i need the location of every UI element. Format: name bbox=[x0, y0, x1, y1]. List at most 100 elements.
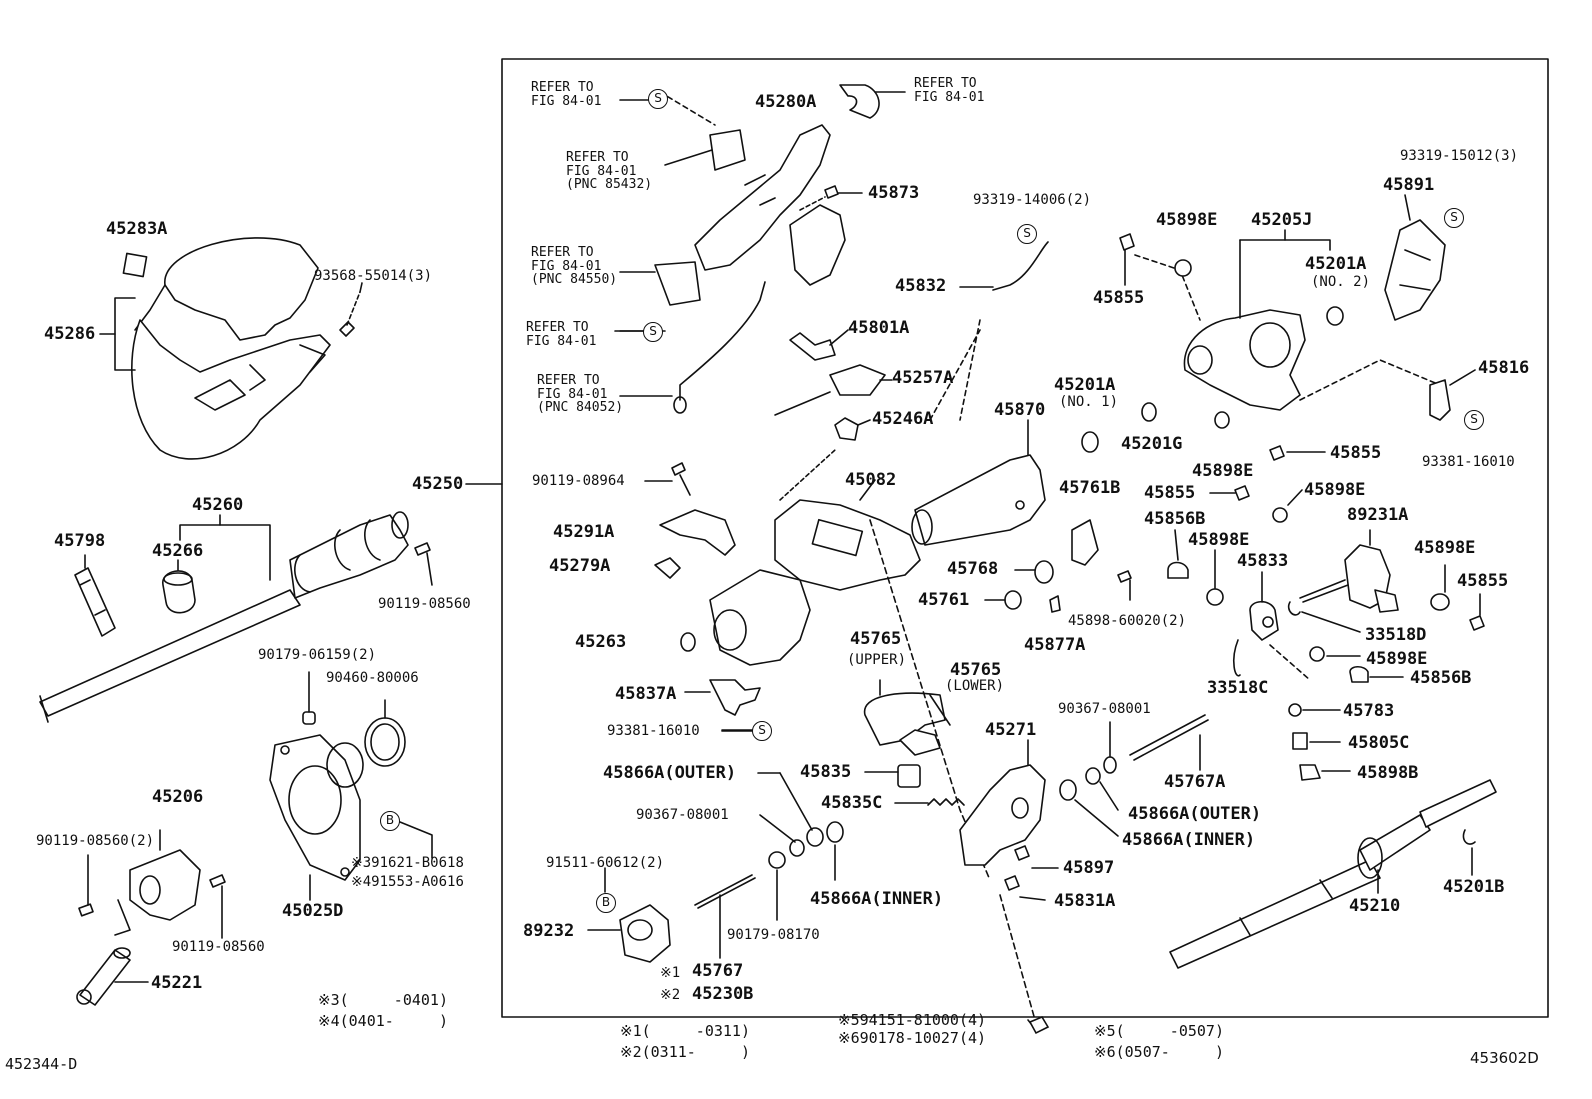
part-label: 45246A bbox=[872, 409, 934, 429]
part-label: 45873 bbox=[868, 183, 920, 203]
part-label: 45221 bbox=[151, 973, 203, 993]
part-label: 45866A(OUTER) bbox=[1128, 804, 1262, 824]
part-label: 45783 bbox=[1343, 701, 1395, 721]
part-label: (NO. 2) bbox=[1311, 274, 1371, 290]
part-label: 45201A bbox=[1054, 375, 1116, 395]
part-label: 93319-15012(3) bbox=[1400, 148, 1519, 164]
part-label: 45263 bbox=[575, 632, 627, 652]
part-label: 45870 bbox=[994, 400, 1046, 420]
symbol-s-marker: S bbox=[648, 89, 668, 109]
part-label: 45816 bbox=[1478, 358, 1530, 378]
part-label: 93381-16010 bbox=[1422, 454, 1515, 470]
refer-note-1: REFER TO FIG 84-01 bbox=[531, 80, 602, 109]
part-label: 45761 bbox=[918, 590, 970, 610]
part-label: 45898E bbox=[1188, 530, 1250, 550]
part-label: 45835 bbox=[800, 762, 852, 782]
part-label: 45801A bbox=[848, 318, 910, 338]
footnote: ※4(0401- ) bbox=[318, 1012, 448, 1030]
part-label: (UPPER) bbox=[847, 652, 907, 668]
part-label: 89231A bbox=[1347, 505, 1409, 525]
part-label: 45761B bbox=[1059, 478, 1121, 498]
part-label: 45856B bbox=[1144, 509, 1206, 529]
footnote: ※594151-81000(4) bbox=[838, 1011, 987, 1029]
part-label: 45855 bbox=[1144, 483, 1196, 503]
part-label: 45206 bbox=[152, 787, 204, 807]
part-label: 45201B bbox=[1443, 877, 1505, 897]
part-label: 90367-08001 bbox=[1058, 701, 1151, 717]
part-label: 45279A bbox=[549, 556, 611, 576]
part-label: 45805C bbox=[1348, 733, 1410, 753]
part-label: 45877A bbox=[1024, 635, 1086, 655]
part-label: 33518C bbox=[1207, 678, 1269, 698]
part-label: 45765 bbox=[950, 660, 1002, 680]
part-label: 45898E bbox=[1366, 649, 1428, 669]
part-label: 89232 bbox=[523, 921, 575, 941]
symbol-b-marker: B bbox=[596, 893, 616, 913]
part-label: 45286 bbox=[44, 324, 96, 344]
part-label: 90460-80006 bbox=[326, 670, 419, 686]
part-label: 90179-06159(2) bbox=[258, 647, 377, 663]
part-label: 45831A bbox=[1054, 891, 1116, 911]
diagram-code-left: 452344-D bbox=[5, 1055, 78, 1073]
footnote: ※1( -0311) bbox=[620, 1022, 750, 1040]
diagram-code-right: 453602D bbox=[1470, 1049, 1539, 1067]
assembly-frame bbox=[501, 58, 1549, 1018]
part-label: ※491553-A0616 bbox=[351, 874, 464, 890]
part-label: 45835C bbox=[821, 793, 883, 813]
part-label: 45280A bbox=[755, 92, 817, 112]
part-label: 45201A bbox=[1305, 254, 1367, 274]
part-label: 33518D bbox=[1365, 625, 1427, 645]
part-label: 45798 bbox=[54, 531, 106, 551]
part-label: 45260 bbox=[192, 495, 244, 515]
part-label: 45833 bbox=[1237, 551, 1289, 571]
refer-note-5: REFER TO FIG 84-01 bbox=[526, 320, 597, 349]
part-label: 45271 bbox=[985, 720, 1037, 740]
part-label: 93381-16010 bbox=[607, 723, 700, 739]
part-label: 45855 bbox=[1457, 571, 1509, 591]
footnote-mark: ※1 bbox=[660, 965, 681, 981]
footnote: ※2(0311- ) bbox=[620, 1043, 750, 1061]
part-label: 45291A bbox=[553, 522, 615, 542]
symbol-s-marker: S bbox=[752, 721, 772, 741]
part-label: 45767A bbox=[1164, 772, 1226, 792]
part-label: 45855 bbox=[1330, 443, 1382, 463]
part-label: 90119-08560 bbox=[172, 939, 265, 955]
part-label: 90367-08001 bbox=[636, 807, 729, 823]
symbol-b-marker: B bbox=[380, 811, 400, 831]
part-label: 45250 bbox=[412, 474, 464, 494]
part-label: 45898B bbox=[1357, 763, 1419, 783]
part-label: 45257A bbox=[892, 368, 954, 388]
part-label: (LOWER) bbox=[945, 678, 1005, 694]
part-label: (NO. 1) bbox=[1059, 394, 1119, 410]
part-label: 93319-14006(2) bbox=[973, 192, 1092, 208]
part-label: 45866A(INNER) bbox=[1122, 830, 1256, 850]
part-label: 45856B bbox=[1410, 668, 1472, 688]
part-label: 45266 bbox=[152, 541, 204, 561]
part-label: 45891 bbox=[1383, 175, 1435, 195]
part-label: 45898E bbox=[1156, 210, 1218, 230]
part-label: 45205J bbox=[1251, 210, 1313, 230]
part-label: 45897 bbox=[1063, 858, 1115, 878]
refer-note-3: REFER TO FIG 84-01 (PNC 85432) bbox=[566, 150, 653, 193]
part-label: 45866A(OUTER) bbox=[603, 763, 737, 783]
part-label: 45767 bbox=[692, 961, 744, 981]
symbol-s-marker: S bbox=[643, 322, 663, 342]
part-label: 45283A bbox=[106, 219, 168, 239]
part-label: 45898E bbox=[1414, 538, 1476, 558]
part-label: 90119-08560(2) bbox=[36, 833, 155, 849]
part-label: 91511-60612(2) bbox=[546, 855, 665, 871]
part-label: 45210 bbox=[1349, 896, 1401, 916]
part-label: 90179-08170 bbox=[727, 927, 820, 943]
part-label: ※391621-B0618 bbox=[351, 855, 464, 871]
part-label: 45025D bbox=[282, 901, 344, 921]
part-label: 93568-55014(3) bbox=[314, 268, 433, 284]
symbol-s-marker: S bbox=[1464, 410, 1484, 430]
refer-note-4: REFER TO FIG 84-01 (PNC 84550) bbox=[531, 245, 618, 288]
refer-note-6: REFER TO FIG 84-01 (PNC 84052) bbox=[537, 373, 624, 416]
part-label: 45768 bbox=[947, 559, 999, 579]
part-label: 45832 bbox=[895, 276, 947, 296]
part-label: 45201G bbox=[1121, 434, 1183, 454]
part-label: 45230B bbox=[692, 984, 754, 1004]
